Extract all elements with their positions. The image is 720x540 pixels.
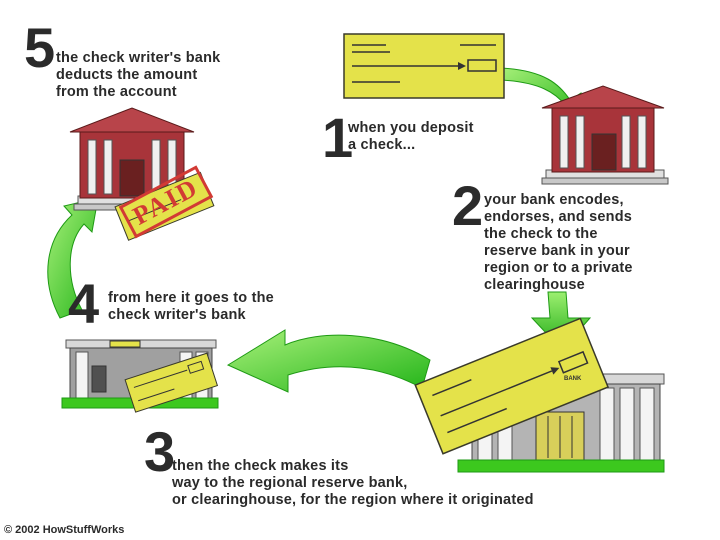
deposited-check <box>343 33 505 99</box>
bank-sign: BANK <box>564 376 582 382</box>
step-5-number: 5 <box>24 16 56 79</box>
your-bank-building <box>541 85 669 185</box>
paid-check <box>114 171 215 241</box>
step-5-caption: the check writer's bank deducts the amou… <box>56 50 221 100</box>
step-3-number: 3 <box>144 420 176 483</box>
arrow-to-writers-bank <box>226 329 431 393</box>
step-4-number: 4 <box>68 272 100 335</box>
step-4-caption: from here it goes to the check writer's … <box>108 290 274 323</box>
step-2-number: 2 <box>452 174 484 237</box>
step-2-caption: your bank encodes, endorses, and sends t… <box>484 192 633 293</box>
step-1-caption: when you deposit a check... <box>348 120 474 153</box>
incoming-check <box>124 352 219 413</box>
copyright-notice: © 2002 HowStuffWorks <box>4 524 125 536</box>
encoded-check <box>414 317 610 455</box>
step-3-caption: then the check makes its way to the regi… <box>172 458 534 508</box>
step-1-number: 1 <box>322 106 354 169</box>
